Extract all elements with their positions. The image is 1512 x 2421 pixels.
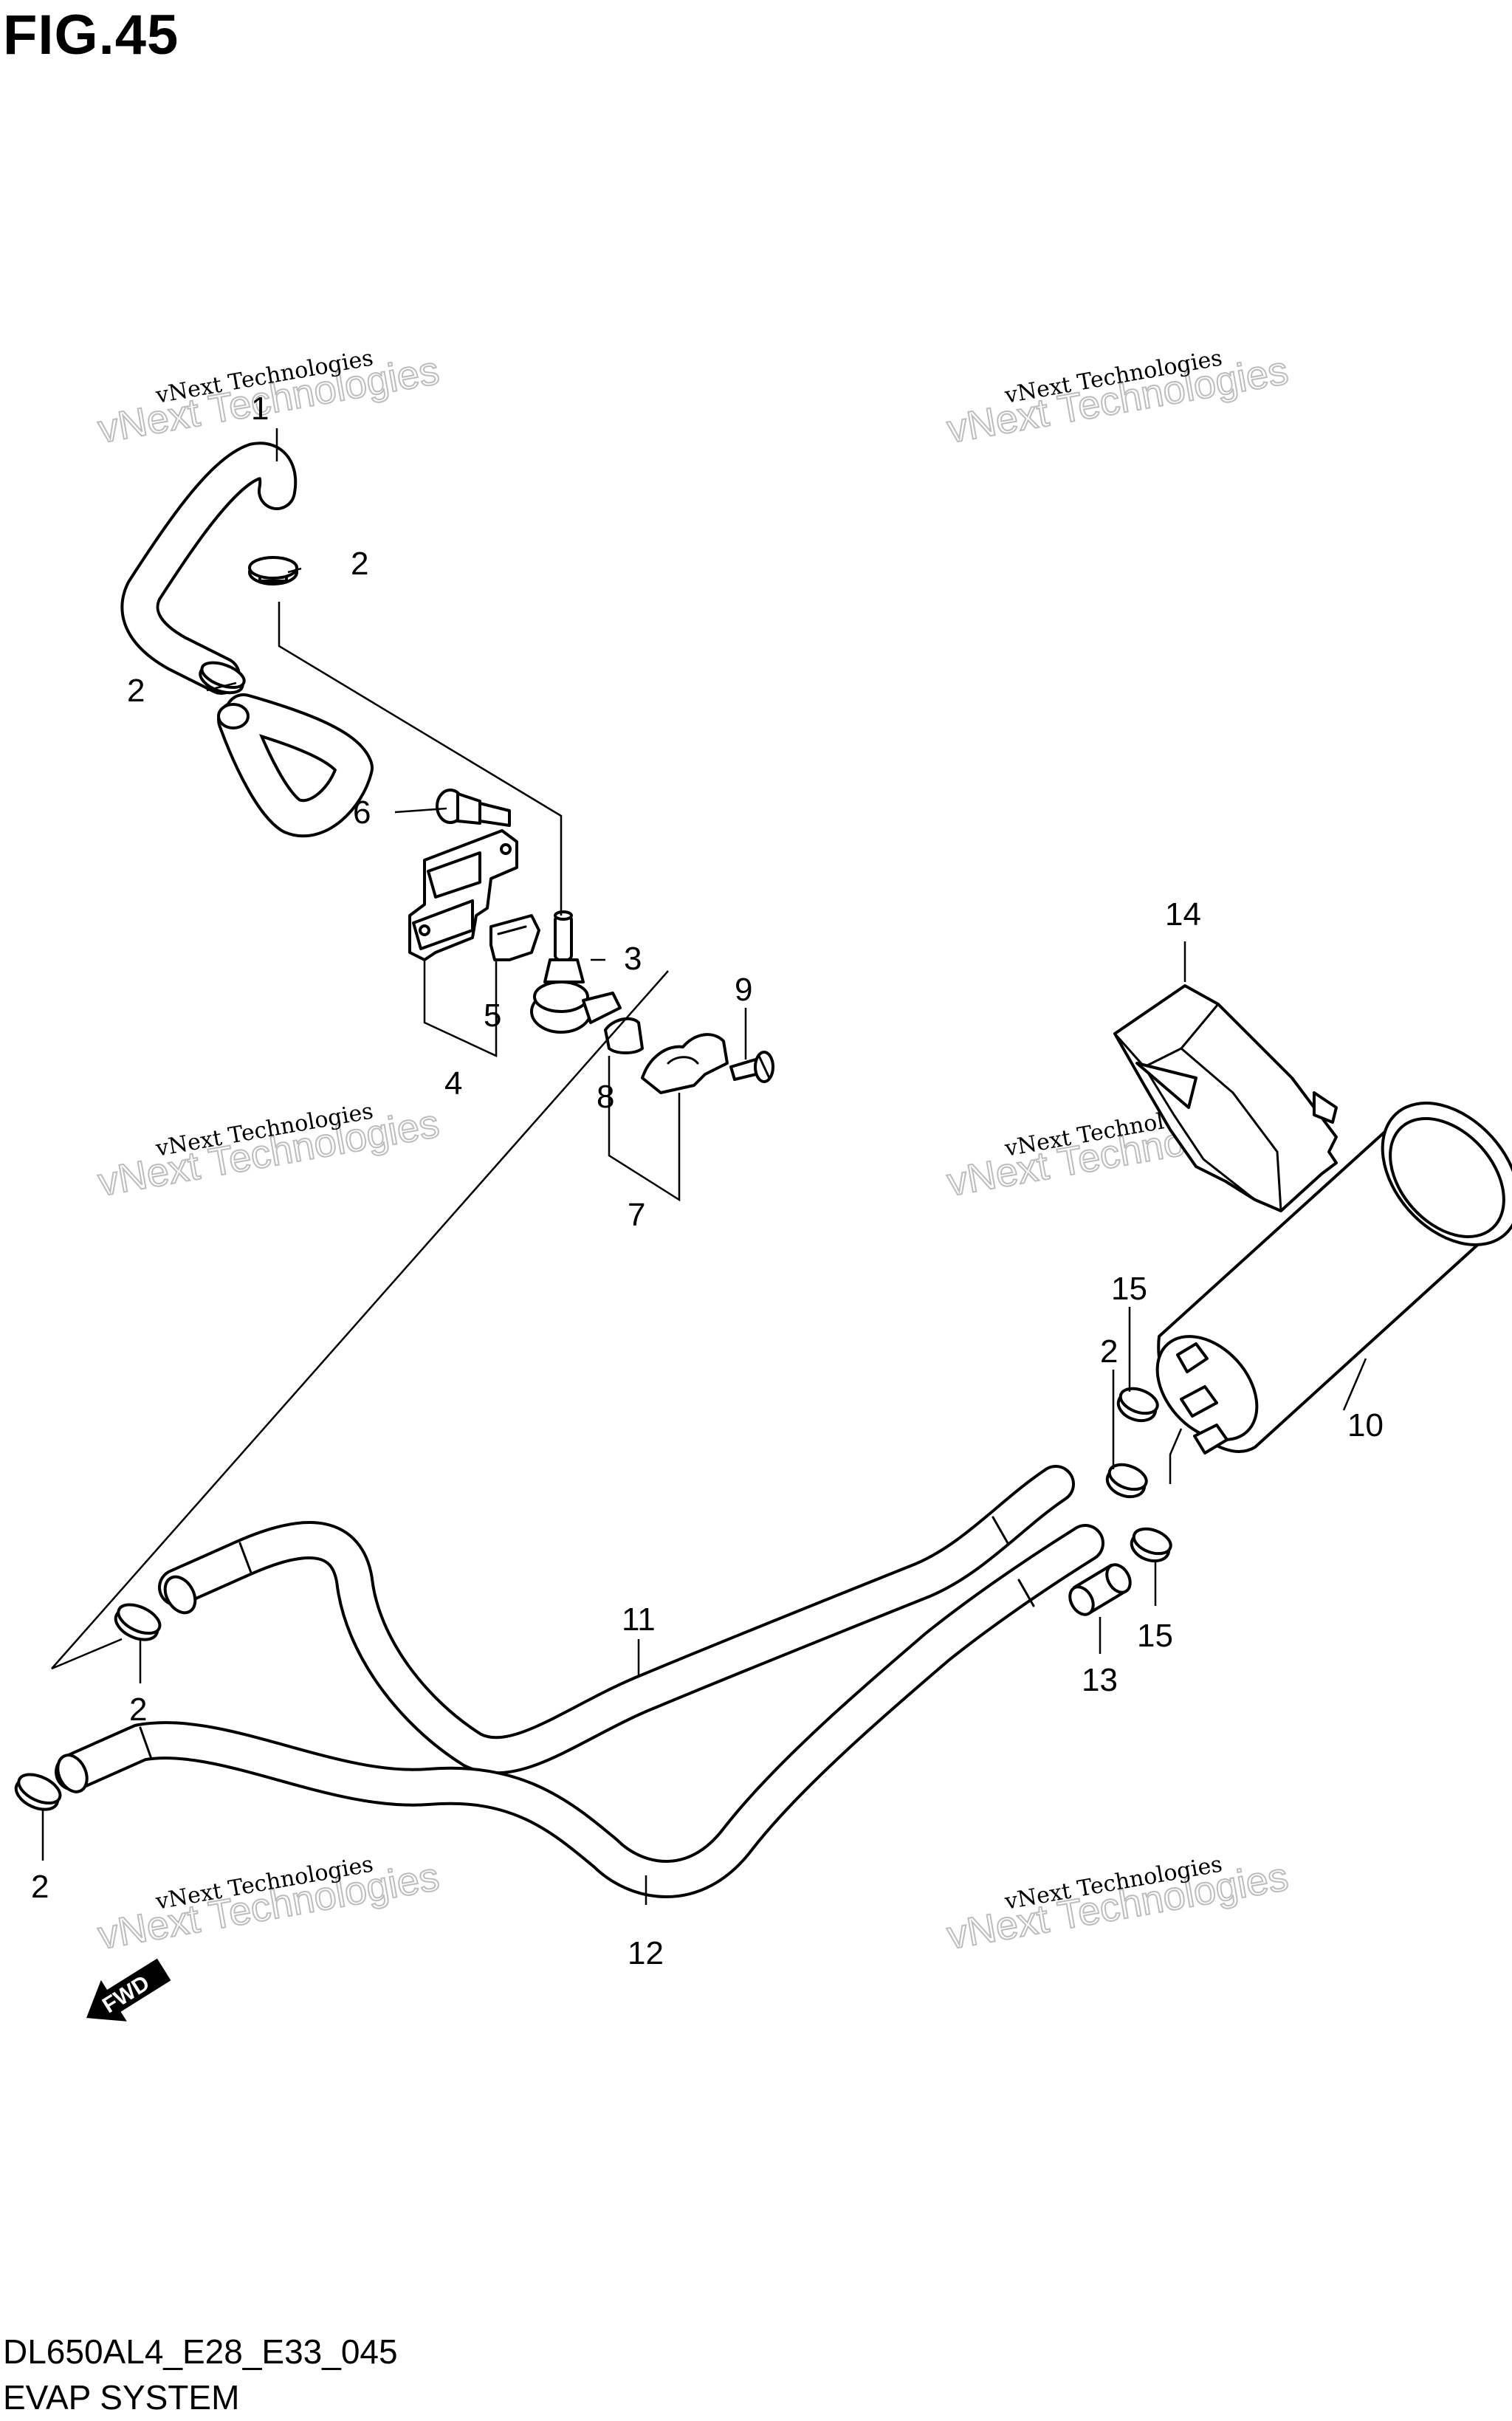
watermark-5: vNext Technologies vNext Technologies bbox=[94, 1852, 444, 1959]
callout-2-canister: 2 bbox=[1100, 1333, 1118, 1370]
clamp-2-top bbox=[248, 556, 298, 585]
leader-lines bbox=[41, 428, 1367, 1905]
callout-7: 7 bbox=[628, 1197, 645, 1233]
callout-12: 12 bbox=[628, 1935, 664, 1971]
callout-2-bottom: 2 bbox=[31, 1869, 49, 1905]
clamp-2-mid bbox=[199, 661, 246, 695]
callout-5: 5 bbox=[484, 997, 501, 1034]
callout-2-left: 2 bbox=[129, 1692, 147, 1728]
callout-labels: 1 2 2 3 4 5 6 7 8 9 10 11 12 13 14 15 15… bbox=[31, 391, 1384, 1971]
callout-14: 14 bbox=[1165, 896, 1201, 933]
callout-2-mid: 2 bbox=[127, 673, 145, 709]
figure-title: FIG.45 bbox=[3, 4, 179, 66]
part-10-canister bbox=[1155, 1102, 1512, 1455]
callout-3: 3 bbox=[624, 941, 642, 977]
clamp-2-canister-b bbox=[1105, 1463, 1148, 1499]
part-4-bracket bbox=[408, 829, 518, 961]
part-7-clamp bbox=[641, 1033, 729, 1094]
part-3-valve bbox=[530, 910, 622, 1034]
clamp-2-canister-a bbox=[1116, 1387, 1159, 1423]
callout-10: 10 bbox=[1347, 1407, 1384, 1443]
fwd-arrow-icon: FWD bbox=[86, 1958, 171, 2022]
part-6-bolt bbox=[436, 789, 511, 827]
watermark-2: vNext Technologies vNext Technologies bbox=[944, 346, 1293, 453]
clamp-2-bottom bbox=[14, 1773, 62, 1811]
callout-4: 4 bbox=[444, 1065, 462, 1102]
clamp-2-left bbox=[114, 1603, 162, 1641]
part-13-hose bbox=[1068, 1563, 1132, 1616]
watermark-6: vNext Technologies vNext Technologies bbox=[944, 1852, 1293, 1959]
model-code: DL650AL4_E28_E33_045 bbox=[3, 2332, 398, 2371]
part-1-hose bbox=[120, 442, 374, 838]
part-11-hose bbox=[158, 1465, 1075, 1775]
callout-8: 8 bbox=[597, 1079, 614, 1115]
callout-9: 9 bbox=[735, 972, 752, 1008]
callout-1: 1 bbox=[251, 391, 269, 427]
part-8-clip bbox=[604, 1017, 644, 1054]
clamp-15-canister bbox=[1130, 1527, 1172, 1563]
callout-15-bottom: 15 bbox=[1137, 1618, 1173, 1654]
callout-2-top: 2 bbox=[351, 546, 368, 582]
watermark-3: vNext Technologies vNext Technologies bbox=[94, 1099, 444, 1206]
part-14-bracket bbox=[1113, 984, 1338, 1212]
section-name: EVAP SYSTEM bbox=[3, 2378, 240, 2417]
callout-11: 11 bbox=[622, 1601, 656, 1638]
callout-6: 6 bbox=[353, 794, 371, 831]
part-9-screw bbox=[729, 1051, 774, 1083]
callout-15-top: 15 bbox=[1111, 1271, 1147, 1307]
part-12-hose bbox=[55, 1524, 1104, 1898]
callout-13: 13 bbox=[1082, 1662, 1118, 1698]
part-5-clip bbox=[489, 914, 540, 961]
